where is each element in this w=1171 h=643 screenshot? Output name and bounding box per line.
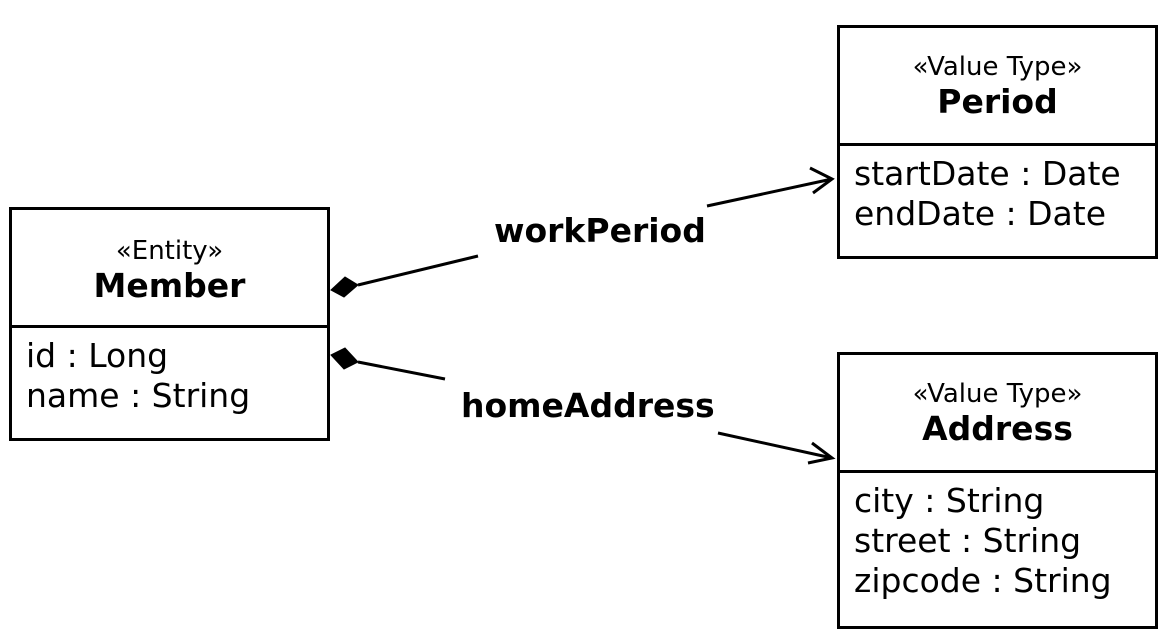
period-class: «Value Type» Period startDate : Date end… <box>837 25 1158 259</box>
home-address-line-left <box>357 360 446 381</box>
member-class: «Entity» Member id : Long name : String <box>9 207 330 441</box>
address-class-header: «Value Type» Address <box>840 355 1155 473</box>
association-work-period <box>330 166 835 298</box>
member-attributes: id : Long name : String <box>12 328 327 416</box>
association-home-address <box>330 347 836 465</box>
period-attr-end-date: endDate : Date <box>854 194 1107 233</box>
composition-diamond <box>330 347 359 370</box>
work-period-label: workPeriod <box>494 211 706 251</box>
period-class-name: Period <box>937 82 1058 121</box>
composition-diamond <box>330 276 359 298</box>
member-class-name: Member <box>93 266 246 305</box>
open-arrowhead <box>809 166 835 195</box>
address-attr-zipcode: zipcode : String <box>854 561 1112 600</box>
open-arrowhead <box>807 441 836 465</box>
period-attr-start-date: startDate : Date <box>854 154 1121 193</box>
home-address-line-right <box>717 431 833 460</box>
period-stereotype: «Value Type» <box>912 52 1083 82</box>
work-period-line-right <box>706 177 833 208</box>
address-class: «Value Type» Address city : String stree… <box>837 352 1158 629</box>
member-attr-id: id : Long <box>26 336 169 375</box>
address-attributes: city : String street : String zipcode : … <box>840 473 1155 601</box>
address-attr-city: city : String <box>854 481 1045 520</box>
member-stereotype: «Entity» <box>115 236 224 266</box>
period-attributes: startDate : Date endDate : Date <box>840 146 1155 234</box>
address-class-name: Address <box>922 409 1073 448</box>
home-address-label: homeAddress <box>461 386 715 426</box>
address-stereotype: «Value Type» <box>912 379 1083 409</box>
member-attr-name: name : String <box>26 376 251 415</box>
address-attr-street: street : String <box>854 521 1082 560</box>
work-period-line-left <box>357 254 479 287</box>
period-class-header: «Value Type» Period <box>840 28 1155 146</box>
member-class-header: «Entity» Member <box>12 210 327 328</box>
